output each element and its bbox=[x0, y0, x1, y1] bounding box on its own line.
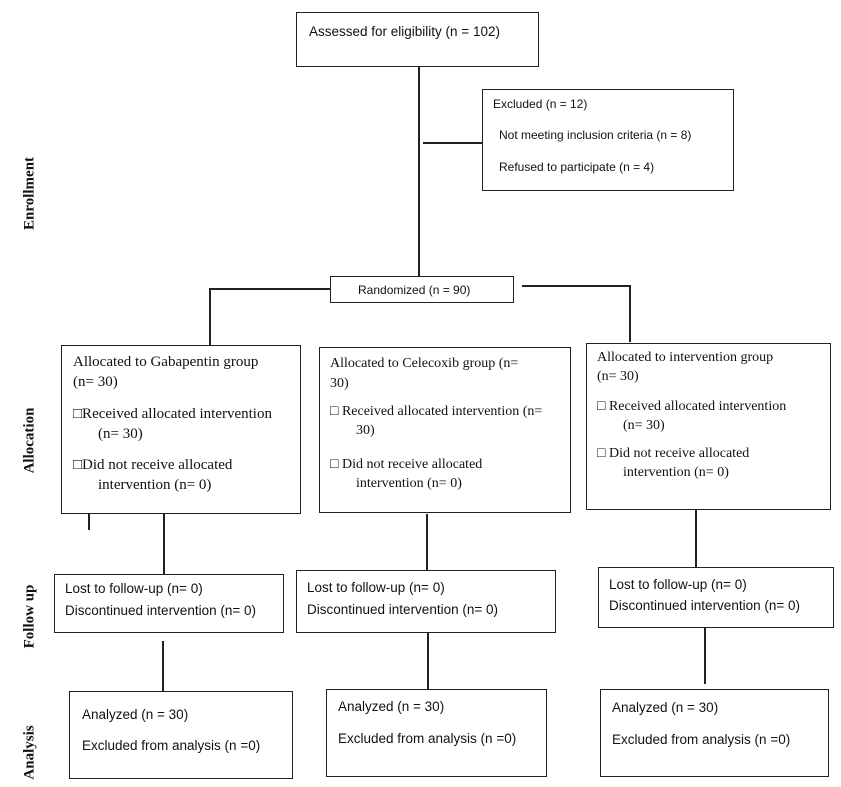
connector-line bbox=[427, 633, 429, 689]
connector-line bbox=[163, 513, 165, 574]
received-text: □Received allocated intervention bbox=[73, 406, 272, 422]
discontinued-text: Discontinued intervention (n= 0) bbox=[307, 602, 498, 617]
not-received-text: intervention (n= 0) bbox=[623, 465, 729, 480]
connector-line bbox=[423, 142, 482, 144]
excluded-title: Excluded (n = 12) bbox=[493, 97, 588, 111]
allocation-title: Allocated to Celecoxib group (n= bbox=[330, 356, 519, 371]
follow-up-box: Lost to follow-up (n= 0) Discontinued in… bbox=[54, 574, 284, 633]
not-received-text: intervention (n= 0) bbox=[356, 476, 462, 491]
not-received-text: □ Did not receive allocated bbox=[330, 457, 483, 472]
assessed-box: Assessed for eligibility (n = 102) bbox=[296, 12, 539, 67]
discontinued-text: Discontinued intervention (n= 0) bbox=[65, 603, 256, 618]
not-received-text: □ Did not receive allocated bbox=[597, 446, 750, 461]
analyzed-text: Analyzed (n = 30) bbox=[82, 707, 189, 722]
follow-up-label: Follow up bbox=[21, 584, 38, 649]
connector-line bbox=[162, 641, 164, 691]
excluded-analysis-text: Excluded from analysis (n =0) bbox=[612, 732, 791, 747]
connector-line bbox=[209, 288, 211, 346]
allocation-box: Allocated to intervention group (n= 30) … bbox=[586, 343, 831, 510]
not-received-text: □Did not receive allocated bbox=[73, 457, 233, 473]
assessed-text: Assessed for eligibility (n = 102) bbox=[309, 24, 500, 39]
received-text: □ Received allocated intervention bbox=[597, 399, 787, 414]
connector-line bbox=[704, 628, 706, 684]
connector-line bbox=[695, 510, 697, 567]
allocation-box: Allocated to Gabapentin group (n= 30) □R… bbox=[61, 345, 301, 514]
connector-line bbox=[209, 288, 330, 290]
received-text: (n= 30) bbox=[98, 426, 143, 442]
connector-line bbox=[426, 514, 428, 570]
connector-line bbox=[522, 285, 630, 287]
allocation-title: 30) bbox=[330, 376, 349, 391]
analysis-box: Analyzed (n = 30) Excluded from analysis… bbox=[69, 691, 293, 779]
excluded-item: Not meeting inclusion criteria (n = 8) bbox=[499, 128, 692, 142]
discontinued-text: Discontinued intervention (n= 0) bbox=[609, 598, 800, 613]
allocation-box: Allocated to Celecoxib group (n= 30) □ R… bbox=[319, 347, 571, 513]
randomized-text: Randomized (n = 90) bbox=[358, 283, 471, 297]
excluded-analysis-text: Excluded from analysis (n =0) bbox=[338, 731, 517, 746]
randomized-box: Randomized (n = 90) bbox=[330, 276, 514, 303]
allocation-label: Allocation bbox=[21, 407, 38, 474]
analysis-box: Analyzed (n = 30) Excluded from analysis… bbox=[600, 689, 829, 777]
connector-line bbox=[418, 66, 420, 276]
received-text: 30) bbox=[356, 423, 375, 438]
lost-to-follow-up-text: Lost to follow-up (n= 0) bbox=[307, 580, 445, 595]
allocation-title: Allocated to Gabapentin group bbox=[73, 354, 259, 370]
analysis-box: Analyzed (n = 30) Excluded from analysis… bbox=[326, 689, 547, 777]
lost-to-follow-up-text: Lost to follow-up (n= 0) bbox=[65, 581, 203, 596]
lost-to-follow-up-text: Lost to follow-up (n= 0) bbox=[609, 577, 747, 592]
analyzed-text: Analyzed (n = 30) bbox=[612, 700, 719, 715]
excluded-analysis-text: Excluded from analysis (n =0) bbox=[82, 738, 261, 753]
follow-up-box: Lost to follow-up (n= 0) Discontinued in… bbox=[296, 570, 556, 633]
received-text: (n= 30) bbox=[623, 418, 665, 433]
follow-up-box: Lost to follow-up (n= 0) Discontinued in… bbox=[598, 567, 834, 628]
enrollment-label: Enrollment bbox=[21, 156, 38, 231]
analyzed-text: Analyzed (n = 30) bbox=[338, 699, 445, 714]
connector-line bbox=[88, 513, 90, 530]
allocation-title: Allocated to intervention group bbox=[597, 350, 774, 365]
analysis-label: Analysis bbox=[21, 725, 38, 780]
excluded-item: Refused to participate (n = 4) bbox=[499, 160, 655, 174]
allocation-title: (n= 30) bbox=[597, 369, 639, 384]
excluded-box: Excluded (n = 12) Not meeting inclusion … bbox=[482, 89, 734, 191]
allocation-title: (n= 30) bbox=[73, 374, 118, 390]
connector-line bbox=[629, 285, 631, 342]
received-text: □ Received allocated intervention (n= bbox=[330, 404, 543, 419]
not-received-text: intervention (n= 0) bbox=[98, 477, 212, 493]
